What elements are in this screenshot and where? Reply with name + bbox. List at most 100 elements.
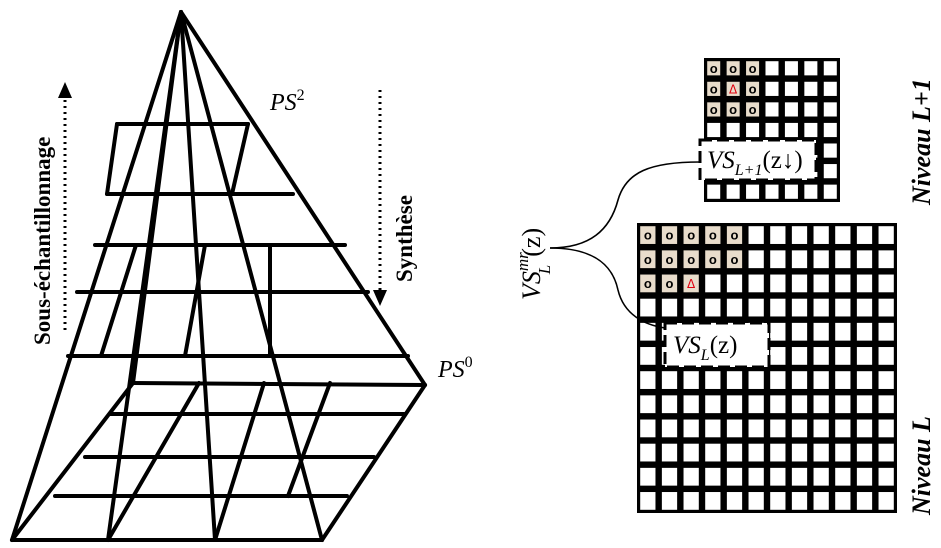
circle-mark: o <box>666 228 674 243</box>
grid-cell <box>813 274 829 293</box>
grid-cell <box>726 395 743 414</box>
grid-cell <box>770 443 786 462</box>
grid-cell <box>835 467 851 486</box>
grid-cell <box>878 298 894 317</box>
circle-mark: o <box>666 276 674 291</box>
grid-cell <box>823 143 837 158</box>
grid-cell <box>748 298 764 317</box>
grid-cell <box>748 419 764 438</box>
grid-cell <box>813 419 829 438</box>
grid-cell <box>746 81 760 96</box>
grid-cell <box>705 226 721 244</box>
grid-cell <box>813 443 829 462</box>
grid-cell <box>770 347 786 365</box>
grid-cell <box>878 226 894 244</box>
grid-cell <box>705 371 721 389</box>
grid-cell <box>683 371 699 389</box>
grid-cell <box>748 492 764 510</box>
grid-cell <box>705 467 721 486</box>
grid-cell <box>683 250 699 269</box>
grid-cell <box>748 467 764 486</box>
grid-cell <box>835 274 851 293</box>
circle-mark: o <box>709 228 717 243</box>
grid-cell <box>661 395 678 414</box>
grid-cell <box>726 184 740 199</box>
circle-mark: o <box>731 228 739 243</box>
grid-cell <box>835 371 851 389</box>
grid-cell <box>856 250 873 269</box>
pyramid-labels: PS2 PS0 <box>269 87 473 383</box>
grid-cell <box>823 164 837 179</box>
grid-cell <box>878 347 894 365</box>
grid-cell <box>707 184 721 199</box>
circle-mark: o <box>666 252 674 267</box>
grid-cell <box>661 467 678 486</box>
grid-cell <box>878 419 894 438</box>
grid-cell <box>878 467 894 486</box>
grid-cell <box>784 102 798 117</box>
subsampling-arrow: Sous-échantillonnage <box>30 82 72 345</box>
grid-cell <box>813 467 829 486</box>
grid-cell <box>707 122 721 138</box>
grid-cell <box>640 371 656 389</box>
grid-cell <box>791 371 808 389</box>
grid-cell <box>770 492 786 510</box>
grid-cell <box>878 371 894 389</box>
grid-cell <box>705 298 721 317</box>
grid-cell <box>791 322 808 341</box>
grid-cell <box>770 322 786 341</box>
grid-cell <box>765 61 779 76</box>
vs-upper-box <box>698 138 818 182</box>
grid-cell <box>640 443 656 462</box>
grid-cell <box>856 492 873 510</box>
grid-cell <box>804 184 818 199</box>
grid-cell <box>661 250 678 269</box>
grid-cell <box>707 81 721 96</box>
grid-cell <box>770 274 786 293</box>
grid-cell <box>770 250 786 269</box>
grid-cell <box>856 443 873 462</box>
ps2-exponent: 2 <box>297 87 305 104</box>
grid-cell <box>726 443 743 462</box>
grid-cell <box>878 274 894 293</box>
grid-cell <box>683 419 699 438</box>
grid-cell <box>640 395 656 414</box>
level-upper-label: Niveau L+1 <box>907 78 936 206</box>
grid-cell <box>856 298 873 317</box>
grid-cell <box>726 122 740 138</box>
grid-cell <box>770 419 786 438</box>
circle-mark: o <box>729 102 737 117</box>
grid-cell <box>683 395 699 414</box>
grid-cell <box>726 419 743 438</box>
triangle-mark: Δ <box>687 277 696 291</box>
grid-cell <box>661 371 678 389</box>
circle-mark: o <box>687 252 695 267</box>
grid-cell <box>705 492 721 510</box>
grid-cell <box>661 298 678 317</box>
grid-cell <box>856 347 873 365</box>
grid-cell <box>784 61 798 76</box>
arrow-up-icon <box>58 82 72 98</box>
grid-cell <box>726 298 743 317</box>
grid-cell <box>765 184 779 199</box>
grid-cell <box>640 419 656 438</box>
grid-cell <box>746 102 760 117</box>
grid-cell <box>813 492 829 510</box>
grid-cell <box>791 226 808 244</box>
grid-cell <box>765 102 779 117</box>
grid-cell <box>878 250 894 269</box>
grid-cell <box>804 61 818 76</box>
grid-background <box>637 223 897 513</box>
grid-cell <box>726 371 743 389</box>
grid-cell <box>856 322 873 341</box>
grid-cell <box>705 250 721 269</box>
grid-cell <box>770 298 786 317</box>
grid-cell <box>640 467 656 486</box>
grid-cell <box>856 419 873 438</box>
ps0-label: PS0 <box>437 354 473 383</box>
grid-cell <box>770 371 786 389</box>
grid-cell <box>791 274 808 293</box>
grid-cell <box>835 322 851 341</box>
circle-mark: o <box>644 252 652 267</box>
